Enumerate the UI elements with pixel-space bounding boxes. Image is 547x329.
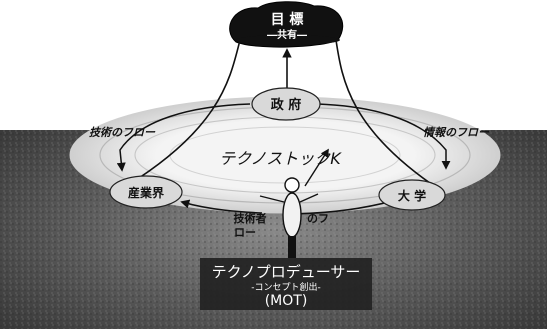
goal-cloud [229,1,344,48]
gov-to-university-arrow [317,103,451,170]
government-node [251,87,321,121]
university-label: 大 学 [398,188,426,203]
producer-banner [200,258,372,310]
engineer-flow-label-a: 技術者 [234,211,267,225]
engineer-flow-label-c: ロー [234,226,256,239]
producer-pointer [304,148,329,187]
goal-subtitle: ―共有― [267,28,307,41]
producer-title: テクノプロデューサー [212,263,361,281]
technology-flow-label: 技術のフロー [89,126,156,139]
center-label: テクノストックK [219,149,342,168]
university-node [378,179,446,211]
gov-to-industry-arrow [116,103,251,172]
producer-figure [259,177,319,258]
producer-subtitle: -コンセプト創出- [251,281,321,293]
government-label: 政 府 [271,97,302,113]
information-flow-label: 情報のフロー [423,126,490,139]
industry-label: 産業界 [128,185,164,200]
industry-node [109,175,183,209]
engineer-flow-label-b: のフ [307,212,329,225]
goal-title: 目 標 [271,11,304,28]
producer-abbr: (MOT) [265,293,308,309]
